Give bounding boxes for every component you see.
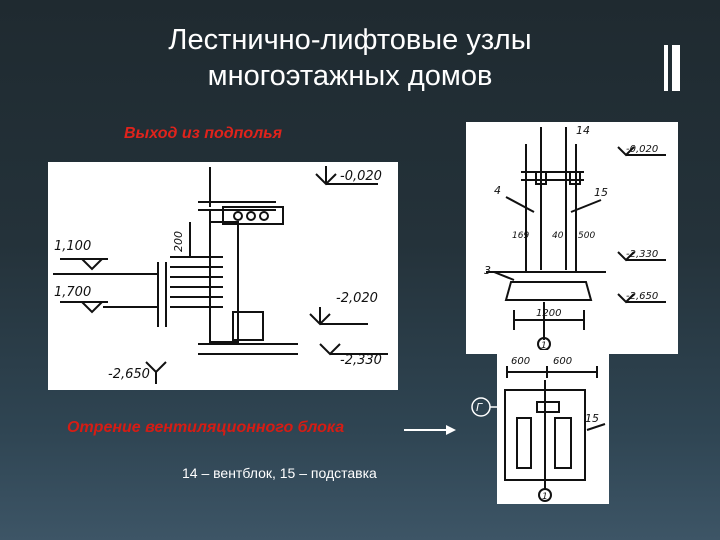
underfloor-exit-svg: -0,020 1,100 1,700 -2,020 -2,330 -2,650 … xyxy=(53,166,388,384)
axis-1-bottom: 1 xyxy=(542,492,548,502)
level-2650-right: -2,650 xyxy=(626,291,658,302)
dim-600-left: 600 xyxy=(511,356,530,367)
vent-block-caption: Отрение вентиляционного блока xyxy=(67,419,345,436)
label-3: 3 xyxy=(484,264,491,277)
dim-500: 500 xyxy=(578,231,595,241)
dim-169: 169 xyxy=(512,231,529,241)
underfloor-exit-drawing: -0,020 1,100 1,700 -2,020 -2,330 -2,650 … xyxy=(48,162,398,390)
level-0020: -0,020 xyxy=(340,169,382,184)
level-2650: -2,650 xyxy=(108,367,150,382)
level-1700: 1,700 xyxy=(54,285,91,300)
label-14: 14 xyxy=(576,124,590,137)
label-15: 15 xyxy=(594,186,608,199)
level-0020-right: -0,020 xyxy=(626,144,658,155)
section-subtitle: Выход из подполья xyxy=(124,125,283,142)
vent-block-section-svg: 14 4 15 3 169 40 500 1200 -0,020 -2,330 … xyxy=(484,124,666,351)
label-15-plan: 15 xyxy=(585,412,599,425)
level-2020: -2,020 xyxy=(336,291,378,306)
axis-1-top: 1 xyxy=(541,341,547,351)
vent-block-section-drawing: 14 4 15 3 169 40 500 1200 -0,020 -2,330 … xyxy=(466,122,678,354)
dim-200: 200 xyxy=(172,231,185,252)
axis-g-label: Г xyxy=(476,401,483,414)
vent-block-plan-drawing: 600 600 15 1 xyxy=(497,350,609,504)
level-2330: -2,330 xyxy=(340,353,382,368)
dim-600-right: 600 xyxy=(553,356,572,367)
decorative-bar-right xyxy=(672,45,680,91)
dim-40: 40 xyxy=(552,231,564,241)
title-line-1: Лестнично-лифтовые узлы xyxy=(168,24,532,56)
legend-text: 14 – вентблок, 15 – подставка xyxy=(182,465,377,481)
vent-block-plan-svg: 600 600 15 1 xyxy=(504,356,606,502)
axis-g-marker: Г xyxy=(471,397,500,417)
slide-title: Лестнично-лифтовые узлы многоэтажных дом… xyxy=(100,22,600,94)
decorative-bar-left xyxy=(664,45,668,91)
title-line-2: многоэтажных домов xyxy=(207,60,493,92)
level-1100: 1,100 xyxy=(54,239,91,254)
arrow-right-icon xyxy=(404,425,456,435)
dim-1200: 1200 xyxy=(536,308,561,319)
level-2330-right: -2,330 xyxy=(626,249,658,260)
label-4: 4 xyxy=(494,184,501,197)
